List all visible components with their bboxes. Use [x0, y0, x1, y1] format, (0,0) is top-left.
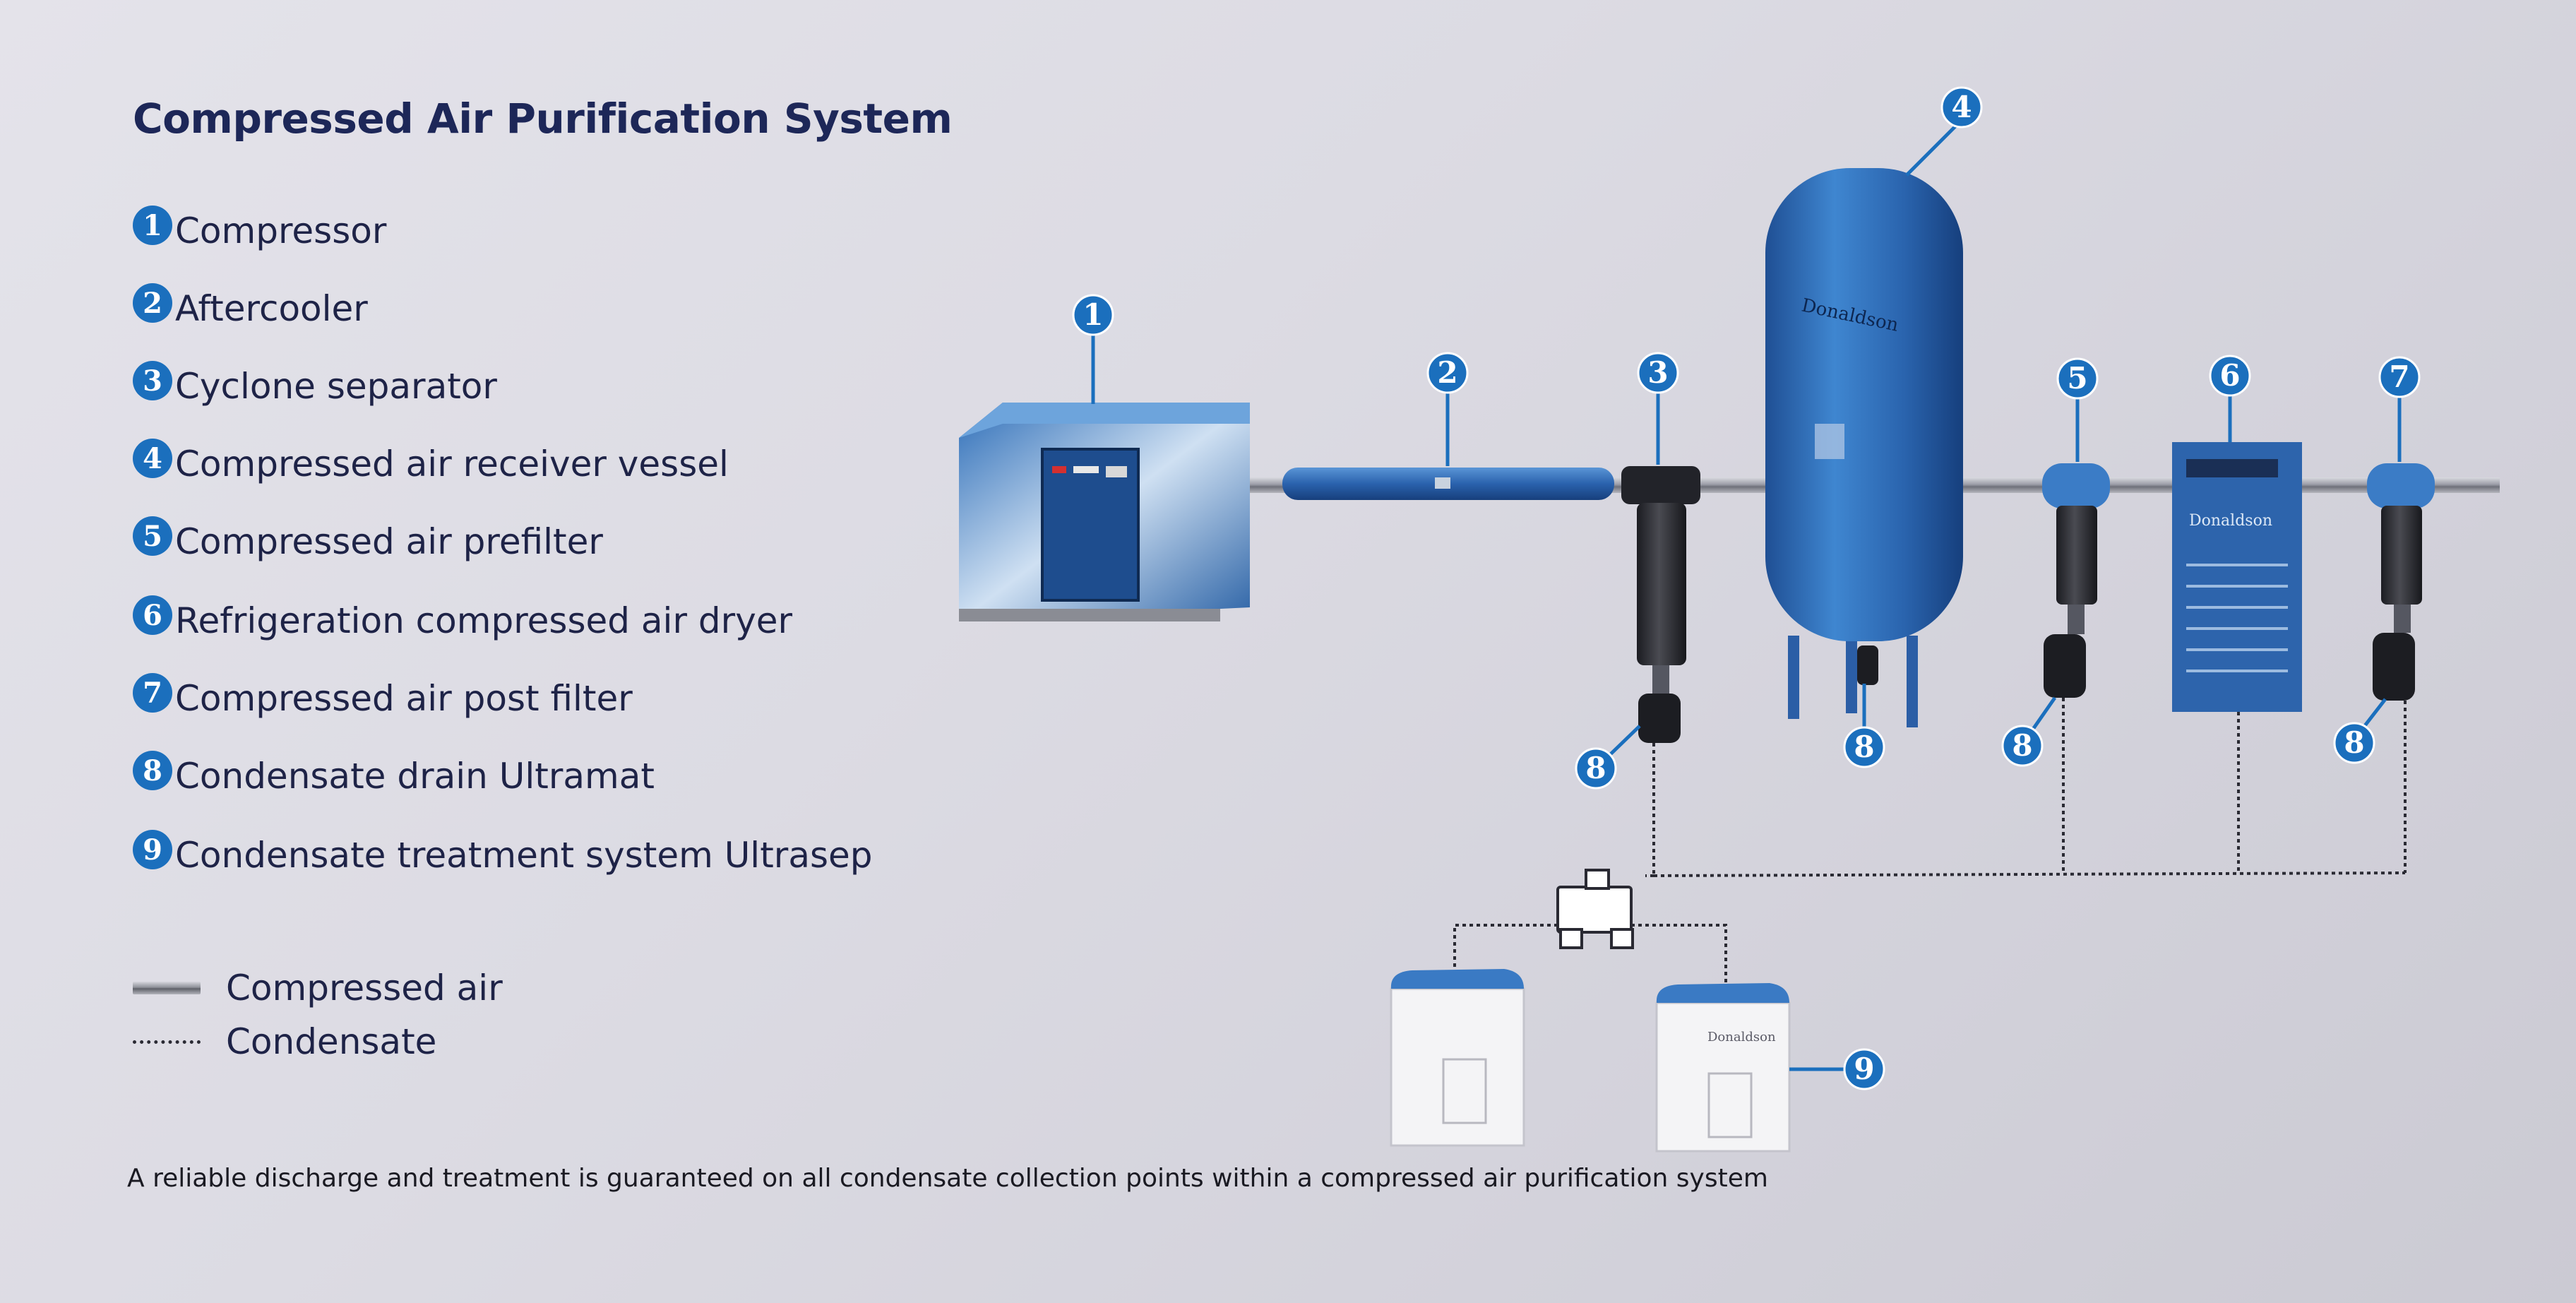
callout-badge-2: 2	[133, 283, 172, 323]
callout-badge-8: 8	[133, 751, 172, 790]
prefilter-unit	[2042, 463, 2110, 698]
key-condensate: Condensate	[133, 1021, 436, 1062]
callout-badge-4: 4	[133, 439, 172, 478]
legend-item-cyclone-separator: 3 Cyclone separator	[133, 361, 497, 411]
compressed-air-swatch-icon	[133, 982, 201, 994]
legend-item-dryer: 6 Refrigeration compressed air dryer	[133, 595, 793, 645]
callout-8-postfilter: 8	[2333, 722, 2375, 764]
callout-badge-9: 9	[133, 830, 172, 869]
callout-badge-3: 3	[133, 361, 172, 400]
svg-text:4: 4	[1951, 90, 1972, 124]
svg-text:1: 1	[1083, 297, 1103, 332]
legend-item-compressor: 1 Compressor	[133, 206, 386, 256]
callout-8-vessel: 8	[1843, 726, 1885, 768]
legend-item-prefilter: 5 Compressed air prefilter	[133, 516, 603, 566]
callout-9: 9	[1843, 1048, 1885, 1090]
callout-3: 3	[1637, 352, 1679, 394]
post-filter-unit	[2367, 463, 2435, 701]
condensate-splitter	[1556, 869, 1634, 949]
aftercooler-unit	[1282, 468, 1614, 500]
legend-item-post-filter: 7 Compressed air post filter	[133, 673, 633, 723]
cyclone-separator-unit	[1621, 466, 1700, 743]
key-label: Condensate	[226, 1021, 437, 1062]
condensate-swatch-icon	[133, 1040, 201, 1044]
svg-text:2: 2	[1437, 355, 1457, 390]
svg-text:9: 9	[1854, 1052, 1874, 1086]
dryer-brand: Donaldson	[2189, 512, 2272, 530]
legend-item-aftercooler: 2 Aftercooler	[133, 283, 368, 333]
callout-7: 7	[2378, 356, 2421, 398]
callout-badge-5: 5	[133, 516, 172, 556]
callout-badge-6: 6	[133, 595, 172, 635]
svg-text:8: 8	[1854, 730, 1874, 764]
callout-4: 4	[1940, 86, 1983, 129]
svg-text:7: 7	[2389, 359, 2409, 394]
treatment-brand: Donaldson	[1707, 1030, 1776, 1045]
key-compressed-air: Compressed air	[133, 968, 503, 1009]
callout-1: 1	[1072, 294, 1114, 336]
legend-label: Condensate drain Ultramat	[175, 756, 655, 797]
legend-label: Condensate treatment system Ultrasep	[175, 835, 873, 876]
svg-text:8: 8	[2012, 728, 2032, 763]
callout-6: 6	[2209, 355, 2251, 397]
compressor-unit	[959, 403, 1250, 621]
legend-item-receiver-vessel: 4 Compressed air receiver vessel	[133, 439, 729, 489]
receiver-vessel-unit: Donaldson	[1765, 168, 1963, 727]
legend-item-condensate-drain: 8 Condensate drain Ultramat	[133, 751, 655, 801]
treatment-unit-left	[1390, 969, 1525, 1147]
key-label: Compressed air	[226, 968, 503, 1009]
treatment-unit-right: Donaldson	[1655, 983, 1791, 1153]
legend-label: Compressed air post filter	[175, 678, 633, 719]
svg-text:5: 5	[2067, 361, 2087, 395]
legend-label: Refrigeration compressed air dryer	[175, 600, 793, 641]
footnote: A reliable discharge and treatment is gu…	[127, 1164, 1768, 1193]
callout-8-cyclone: 8	[1575, 747, 1617, 790]
svg-text:3: 3	[1647, 355, 1668, 390]
legend-label: Compressed air receiver vessel	[175, 444, 729, 484]
callout-badge-1: 1	[133, 206, 172, 245]
svg-text:8: 8	[2344, 725, 2364, 760]
callout-8-prefilter: 8	[2001, 725, 2044, 767]
legend-label: Compressed air prefilter	[175, 521, 603, 562]
callout-2: 2	[1426, 352, 1469, 394]
callout-badge-7: 7	[133, 673, 172, 713]
callout-5: 5	[2056, 357, 2099, 400]
legend-label: Cyclone separator	[175, 366, 497, 407]
svg-text:8: 8	[1585, 751, 1606, 785]
svg-text:6: 6	[2219, 358, 2240, 393]
legend-label: Compressor	[175, 210, 387, 251]
condensate-lines	[1453, 698, 2407, 984]
legend-label: Aftercooler	[175, 288, 368, 329]
page-title: Compressed Air Purification System	[133, 95, 953, 143]
legend-item-treatment-system: 9 Condensate treatment system Ultrasep	[133, 830, 873, 880]
refrigeration-dryer-unit: Donaldson	[2172, 442, 2302, 712]
